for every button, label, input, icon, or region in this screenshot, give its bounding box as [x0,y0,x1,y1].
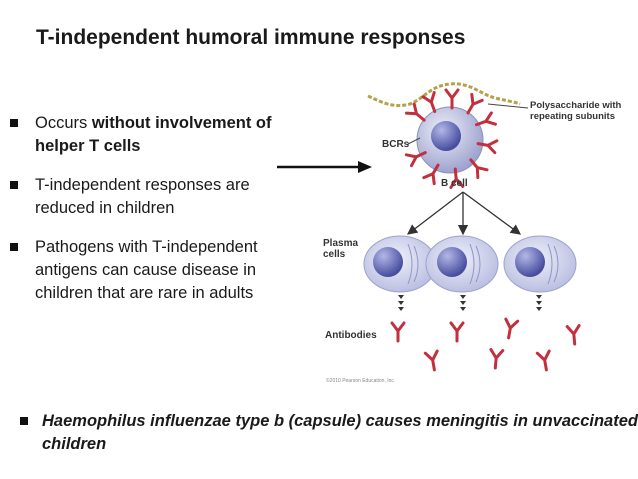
bullet-item-3: Pathogens with T-independent antigens ca… [8,236,293,305]
bcrs-label: BCRs [382,139,410,150]
plasma-cells-label: Plasma [323,238,358,249]
antibodies [390,317,583,373]
pointer-arrow [277,161,372,173]
plasma-cell-3 [503,235,577,293]
bullet-text: Pathogens with T-independent antigens ca… [35,238,258,302]
plasma-cell-1 [363,235,437,293]
differentiation-arrows [406,191,522,236]
plasma-cell-2 [425,235,499,293]
bullet-list: Occurs without involvement of helper T c… [8,112,293,321]
polysaccharide-chain [367,82,521,108]
square-bullet-icon [10,119,18,127]
bullet-text: Occurs [35,114,92,132]
polysaccharide-label: Polysaccharide with [530,100,622,111]
plasma-cells-label-line2: cells [323,249,346,260]
page-title: T-independent humoral immune responses [36,26,466,49]
copyright-text: ©2010 Pearson Education, Inc. [326,377,395,384]
bottom-bullet-text: Haemophilus influenzae type b (capsule) … [42,412,638,453]
secretion-arrows [398,295,542,311]
antibodies-label: Antibodies [325,330,377,341]
square-bullet-icon [10,243,18,251]
bullet-text: T-independent responses are reduced in c… [35,176,250,217]
b-cell [416,106,484,174]
polysaccharide-label-line2: repeating subunits [530,111,615,122]
b-cell-label: B cell [441,178,468,189]
bullet-item-1: Occurs without involvement of helper T c… [8,112,293,158]
bullet-bold-text: without involvement of helper T cells [35,114,272,155]
square-bullet-icon [20,417,28,425]
bullet-item-2: T-independent responses are reduced in c… [8,174,293,220]
square-bullet-icon [10,181,18,189]
bottom-bullet: Haemophilus influenzae type b (capsule) … [18,410,638,456]
